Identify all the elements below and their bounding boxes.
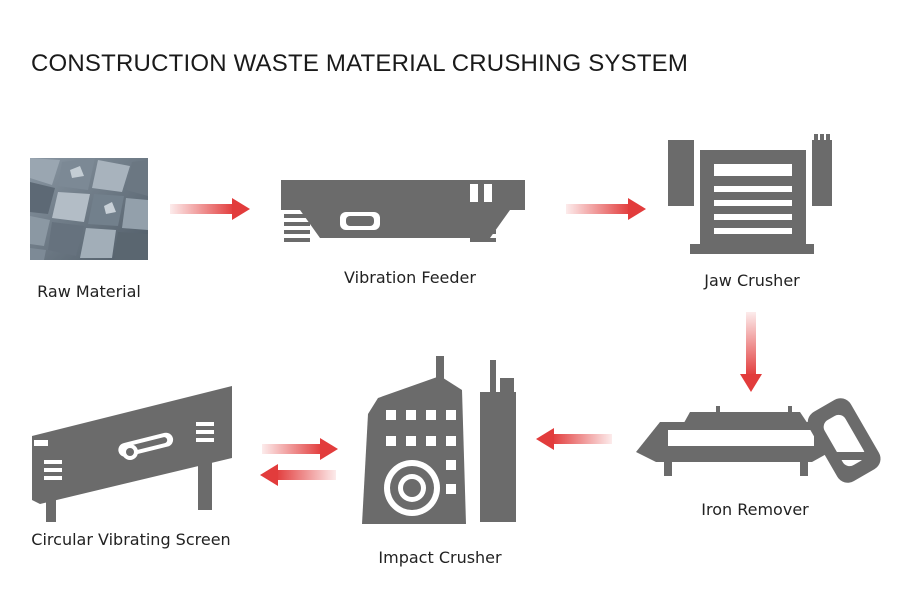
label-raw-material: Raw Material	[37, 282, 141, 301]
label-circular-vibrating-screen: Circular Vibrating Screen	[31, 530, 231, 549]
flow-arrow-4	[536, 428, 612, 450]
impact-crusher-icon	[362, 356, 516, 524]
jaw-crusher-icon	[668, 134, 832, 254]
flow-arrow-3	[740, 312, 762, 392]
iron-remover-icon	[636, 398, 881, 483]
circular-vibrating-screen-icon	[32, 386, 232, 522]
label-impact-crusher: Impact Crusher	[378, 548, 502, 567]
vibration-feeder-icon	[281, 180, 525, 242]
flow-arrow-2	[566, 198, 646, 220]
label-vibration-feeder: Vibration Feeder	[344, 268, 476, 287]
flow-arrow-6	[260, 464, 336, 486]
raw-material-rock-image	[30, 158, 148, 260]
diagram-title: CONSTRUCTION WASTE MATERIAL CRUSHING SYS…	[31, 50, 689, 77]
label-iron-remover: Iron Remover	[701, 500, 809, 519]
flow-arrow-1	[170, 198, 250, 220]
label-jaw-crusher: Jaw Crusher	[704, 271, 800, 290]
flow-arrow-5	[262, 438, 338, 460]
